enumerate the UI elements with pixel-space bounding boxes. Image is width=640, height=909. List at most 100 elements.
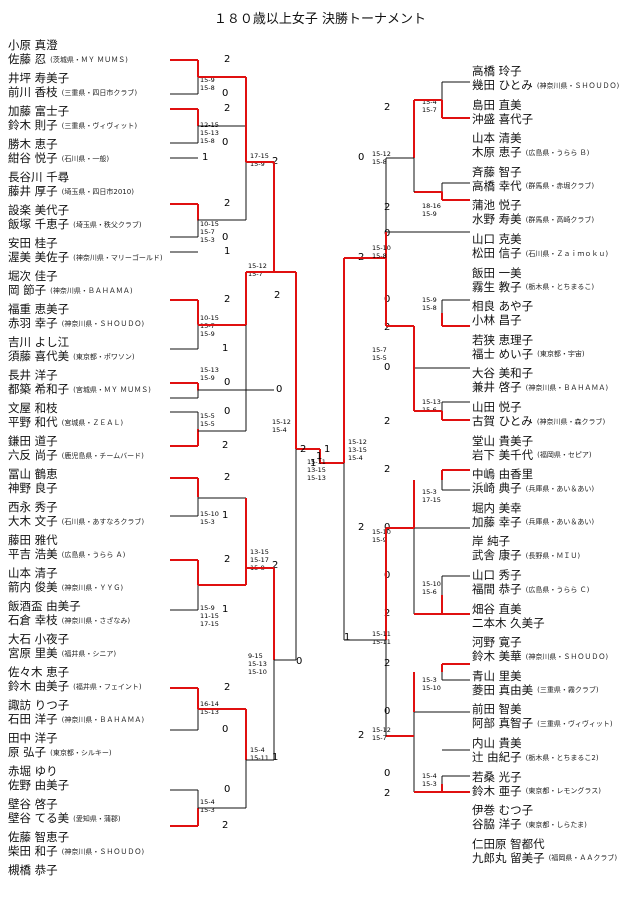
bracket-text: 15-3	[200, 236, 215, 244]
team-player: 浜崎 典子(兵庫県・あい＆あい)	[472, 481, 595, 496]
team-club: (鹿児島県・チームバード)	[61, 451, 144, 460]
bracket-text: 10-15	[200, 314, 219, 322]
bracket-text: 15-4	[250, 746, 265, 754]
team-player: 岡 節子(神奈川県・ＢＡＨＡＭＡ)	[8, 283, 133, 297]
team-club: (兵庫県・あい＆あい)	[525, 518, 595, 527]
team-player: 平野 和代(宮城県・ＺＥＡＬ)	[8, 415, 124, 429]
page-title: １８０歳以上女子 決勝トーナメント	[213, 12, 427, 27]
team-club: (広島県・うらら Ｃ)	[525, 585, 590, 594]
bracket-text: 15-13	[248, 660, 267, 668]
team-player: 田中 洋子	[8, 731, 58, 745]
team-player: 飯塚 千恵子(埼玉県・秩父クラブ)	[8, 217, 142, 231]
bracket-text: 2	[224, 103, 230, 114]
bracket-text: 15-3	[422, 676, 437, 684]
team-player: 斉藤 智子	[472, 164, 522, 179]
team-club: (東京都・宇宙)	[537, 350, 585, 359]
bracket-text: 2	[224, 554, 230, 565]
team-player: 高橋 幸代(群馬県・赤堀クラブ)	[472, 178, 595, 193]
team-club: (栃木県・とちまるこ)	[525, 283, 595, 292]
team-player: 藤井 厚子(埼玉県・四日市2010)	[8, 184, 134, 198]
bracket-text: 15-10	[372, 528, 391, 536]
team-player: 諏訪 りつ子	[8, 698, 70, 712]
bracket-text: 15-13	[422, 398, 441, 406]
team-club: (神奈川県・ＳＨＯＵＤＯ)	[61, 319, 145, 328]
bracket-text: 15-10	[422, 580, 441, 588]
team-player: 堂山 貴美子	[472, 433, 534, 448]
bracket-text: 15-8	[200, 84, 215, 92]
bracket-text: 15-7	[372, 734, 387, 742]
team-player: 六反 尚子(鹿児島県・チームバード)	[8, 448, 144, 462]
bracket-text: 0	[222, 88, 228, 99]
bracket-text: 15-10	[372, 244, 391, 252]
team-player: 伊巻 むつ子	[472, 803, 534, 818]
team-player: 鈴木 美華(神奈川県・ＳＨＯＵＤＯ)	[472, 649, 609, 664]
team-player: 箭内 俊美(神奈川県・ＹＹＧ)	[8, 580, 124, 594]
bracket-text: 2	[224, 198, 230, 209]
team-club: (福岡県・ＡＡクラブ)	[548, 854, 618, 863]
bracket-text: 13-15	[348, 446, 367, 454]
team-club: (三重県・ヴィヴィット)	[537, 719, 613, 728]
team-player: 福士 めい子(東京都・宇宙)	[472, 346, 585, 361]
team-club: (宮城県・ＭＹ ＭＵＭＳ)	[73, 385, 151, 394]
team-player: 古賀 ひとみ(神奈川県・森クラブ)	[472, 414, 606, 428]
bracket-text: 15-6	[422, 588, 437, 596]
bracket-text: 15-12	[272, 418, 291, 426]
team-club: (広島県・うらら Ｂ)	[525, 148, 590, 157]
bracket-text: 2	[384, 788, 390, 799]
team-player: 堀次 佳子	[8, 269, 58, 283]
team-player: 西永 秀子	[8, 500, 58, 514]
team-club: (石川県・一般)	[61, 154, 110, 163]
bracket-text: 1	[222, 604, 228, 615]
bracket-text: 15-10	[248, 668, 267, 676]
bracket-text: 15-9	[250, 160, 265, 168]
bracket-text: 15-7	[372, 346, 387, 354]
team-player: 内山 貴美	[472, 736, 522, 750]
bracket-text: 0	[384, 228, 390, 239]
bracket-text: 2	[384, 464, 390, 475]
team-club: (広島県・うらら Ａ)	[61, 550, 126, 559]
team-player: 蒲池 悦子	[472, 198, 522, 213]
team-player: 菱田 真由美(三重県・霧クラブ)	[472, 682, 599, 697]
team-club: (三重県・霧クラブ)	[537, 686, 599, 695]
team-player: 大谷 美和子	[472, 366, 534, 381]
team-player: 鈴木 由美子(福井県・フェイント)	[8, 679, 142, 693]
team-club: (宮城県・ＺＥＡＬ)	[61, 418, 124, 427]
bracket-text: 15-3	[200, 518, 215, 526]
team-club: (埼玉県・秩父クラブ)	[73, 220, 142, 229]
bracket-text: 13-15	[250, 548, 269, 556]
team-player: 柴田 和子(神奈川県・ＳＨＯＵＤＯ)	[8, 844, 145, 858]
team-player: 幾田 ひとみ(神奈川県・ＳＨＯＵＤＯ)	[472, 78, 620, 92]
team-player: 佐々木 恵子	[8, 665, 70, 679]
team-club: (三重県・ヴィヴィット)	[61, 121, 138, 130]
bracket-text: 15-5	[200, 412, 215, 420]
team-player: 佐藤 忍(茨城県・ＭＹ ＭＵＭＳ)	[8, 52, 128, 66]
team-club: (愛知県・蒲郡)	[73, 814, 121, 823]
bracket-text: 1	[272, 752, 278, 763]
team-player: 鈴木 亜子(東京都・レモングラス)	[472, 783, 601, 798]
bracket-text: 0	[222, 724, 228, 735]
bracket-text: 2	[384, 608, 390, 619]
bracket-text: 2	[272, 560, 278, 571]
bracket-text: 15-17	[250, 556, 269, 564]
bracket-text: 15-10	[200, 510, 219, 518]
bracket-text: 15-12	[372, 726, 391, 734]
bracket-text: 1	[344, 632, 350, 643]
bracket-text: 2	[224, 682, 230, 693]
team-player: 堀内 美幸	[472, 500, 522, 515]
team-player: 加藤 幸子(兵庫県・あい＆あい)	[472, 514, 595, 529]
bracket-text: 0	[222, 232, 228, 243]
team-club: (神奈川県・ＹＹＧ)	[61, 583, 124, 592]
bracket-text: 18-16	[422, 202, 441, 210]
bracket-text: 0	[384, 362, 390, 373]
bracket-text: 15-9	[422, 210, 437, 218]
bracket-text: 1	[316, 451, 322, 462]
team-player: 設楽 美代子	[8, 203, 70, 217]
team-player: 九郎丸 留美子(福岡県・ＡＡクラブ)	[472, 850, 618, 865]
bracket-text: 15-9	[200, 604, 215, 612]
team-player: 飯酒盃 由美子	[8, 599, 81, 613]
bracket-text: 2	[384, 202, 390, 213]
team-club: (神奈川県・さざなみ)	[61, 616, 131, 625]
bracket-text: 15-8	[200, 137, 215, 145]
team-player: 木原 恵子(広島県・うらら Ｂ)	[472, 145, 590, 160]
bracket-text: 15-10	[422, 684, 441, 692]
